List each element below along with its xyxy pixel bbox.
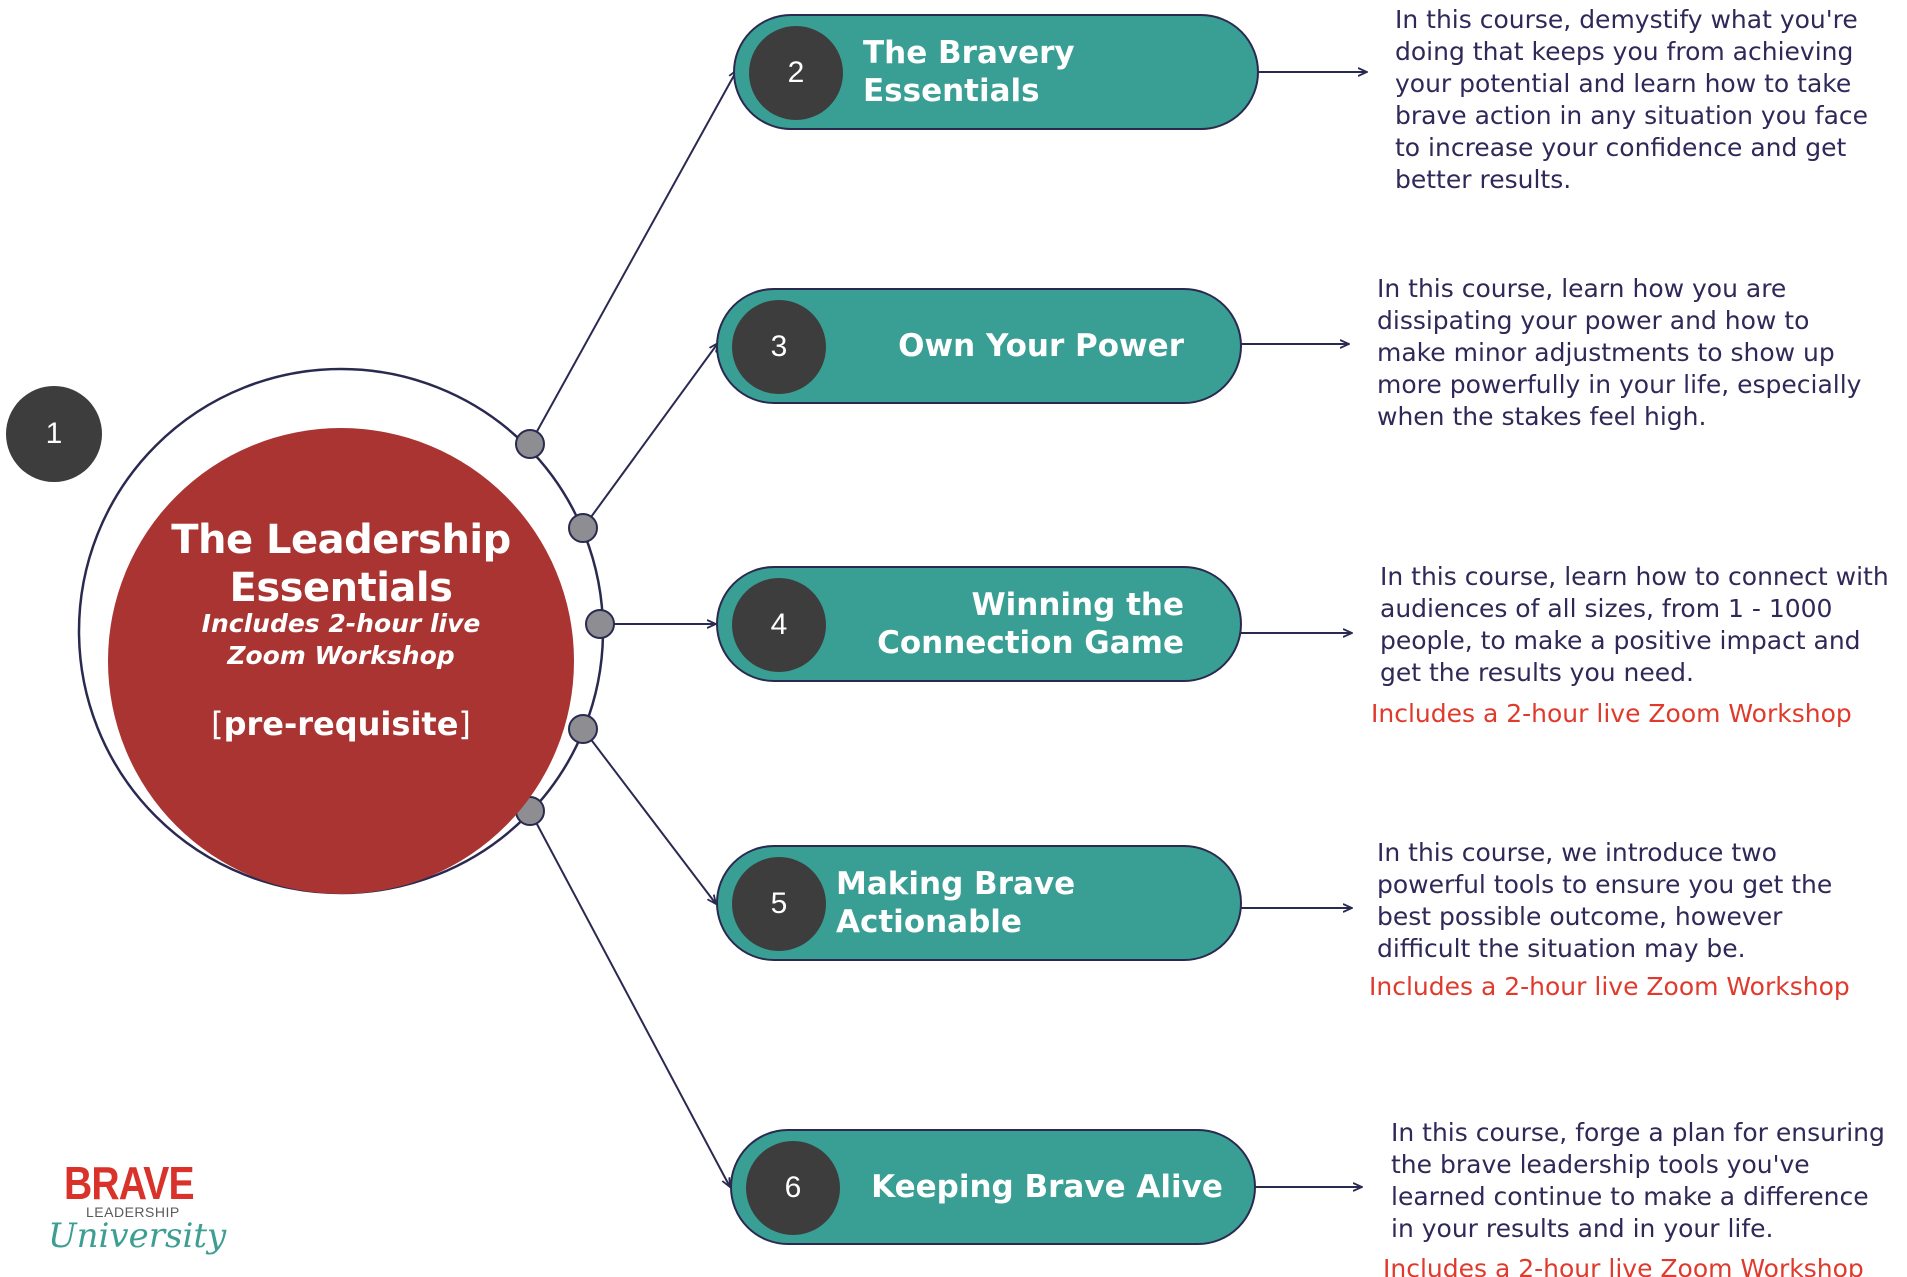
ring-node-2 [515, 429, 545, 459]
course-6-workshop-note: Includes a 2-hour live Zoom Workshop [1383, 1254, 1864, 1277]
course-3-description: In this course, learn how you are dissip… [1377, 274, 1862, 431]
course-4-description: In this course, learn how to connect wit… [1380, 562, 1889, 687]
course-6-number: 6 [784, 1171, 802, 1204]
course-4-title: Winning the Connection Game [877, 587, 1184, 661]
main-course-subtitle: Includes 2-hour live Zoom Workshop [201, 609, 481, 670]
course-pill-3[interactable]: 3 Own Your Power [716, 288, 1242, 404]
course-3-badge: 3 [732, 300, 826, 394]
step-1-badge: 1 [6, 386, 102, 482]
logo-university-script: University [48, 1216, 227, 1256]
course-6-title: Keeping Brave Alive [871, 1169, 1223, 1205]
course-5-badge: 5 [732, 857, 826, 951]
course-4-number: 4 [770, 608, 788, 641]
course-2-number: 2 [787, 56, 805, 89]
ring-node-5 [568, 714, 598, 744]
branch-line-5 [582, 728, 716, 904]
course-2-title: The Bravery Essentials [863, 35, 1075, 109]
course-3-number: 3 [770, 330, 788, 363]
course-2-description: In this course, demystify what you're do… [1395, 5, 1869, 194]
course-4-badge: 4 [732, 578, 826, 672]
branch-line-2 [529, 70, 737, 445]
ring-node-4 [585, 609, 615, 639]
branch-line-6 [529, 810, 730, 1187]
prerequisite-label: [pre-requisite] [108, 704, 574, 744]
course-6-badge: 6 [746, 1141, 840, 1235]
brave-leadership-university-logo: BRAVE LEADERSHIP University [44, 1156, 226, 1266]
logo-leadership-text: LEADERSHIP [86, 1204, 180, 1220]
prereq-text: pre-requisite [223, 705, 459, 743]
course-pill-6[interactable]: 6 Keeping Brave Alive [730, 1129, 1256, 1245]
course-pill-4[interactable]: 4 Winning the Connection Game [716, 566, 1242, 682]
course-5-title: Making Brave Actionable [836, 866, 1076, 940]
course-pill-5[interactable]: 5 Making Brave Actionable [716, 845, 1242, 961]
step-1-number: 1 [45, 417, 63, 450]
course-5-number: 5 [770, 887, 788, 920]
main-course-title: The Leadership Essentials [171, 517, 511, 611]
prereq-bracket-close: ] [458, 705, 471, 743]
course-5-description: In this course, we introduce two powerfu… [1377, 838, 1833, 963]
course-6-description: In this course, forge a plan for ensurin… [1391, 1118, 1885, 1243]
logo-brand: BRAVE [64, 1157, 195, 1209]
branch-line-3 [582, 343, 718, 529]
prereq-bracket-open: [ [211, 705, 224, 743]
course-2-badge: 2 [749, 26, 843, 120]
course-pill-2[interactable]: 2 The Bravery Essentials [733, 14, 1259, 130]
main-course-circle[interactable]: The Leadership Essentials Includes 2-hou… [108, 428, 574, 894]
course-5-workshop-note: Includes a 2-hour live Zoom Workshop [1369, 972, 1850, 1001]
course-4-workshop-note: Includes a 2-hour live Zoom Workshop [1371, 699, 1852, 728]
ring-node-3 [568, 513, 598, 543]
course-3-title: Own Your Power [898, 328, 1184, 364]
